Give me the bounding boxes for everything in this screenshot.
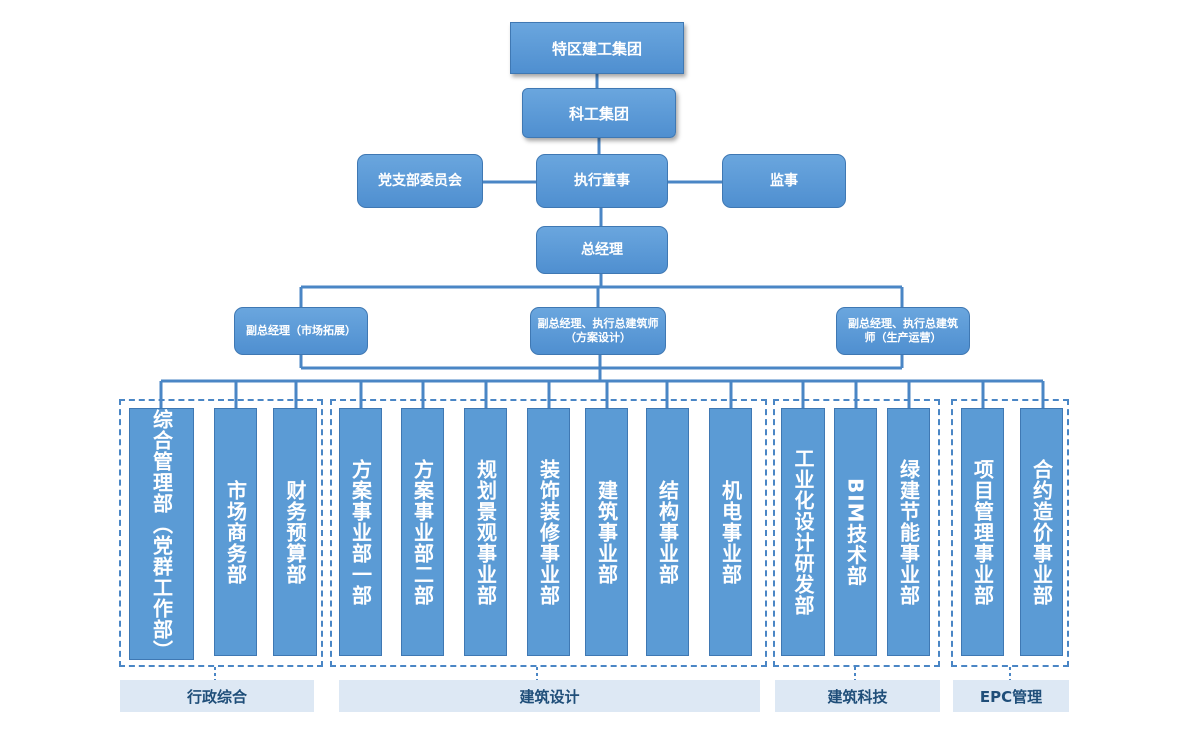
group-frame-tech bbox=[773, 399, 940, 667]
department-box: 项目管理事业部 bbox=[961, 408, 1004, 656]
group-label-tech: 建筑科技 bbox=[775, 680, 940, 712]
group-label-design: 建筑设计 bbox=[339, 680, 760, 712]
group-frame-admin bbox=[119, 399, 323, 667]
department-box: 财务预算部 bbox=[273, 408, 317, 656]
sub-group-box: 科工集团 bbox=[522, 88, 676, 138]
deputy-design-box: 副总经理、执行总建筑师（方案设计） bbox=[530, 307, 666, 355]
party-committee-box: 党支部委员会 bbox=[357, 154, 483, 208]
group-label-admin: 行政综合 bbox=[120, 680, 314, 712]
supervisor-box: 监事 bbox=[722, 154, 846, 208]
department-box: 绿建节能事业部 bbox=[887, 408, 930, 656]
department-box: 工业化设计研发部 bbox=[781, 408, 825, 656]
department-box: 合约造价事业部 bbox=[1020, 408, 1063, 656]
department-box: BIM技术部 bbox=[834, 408, 877, 656]
department-box: 方案事业部二部 bbox=[401, 408, 444, 656]
department-box: 建筑事业部 bbox=[585, 408, 628, 656]
general-manager-box: 总经理 bbox=[536, 226, 668, 274]
executive-director-box: 执行董事 bbox=[536, 154, 668, 208]
department-box: 机电事业部 bbox=[709, 408, 752, 656]
group-label-epc: EPC管理 bbox=[953, 680, 1069, 712]
department-box: 方案事业部一部 bbox=[339, 408, 382, 656]
deputy-market-box: 副总经理（市场拓展） bbox=[234, 307, 368, 355]
group-company-box: 特区建工集团 bbox=[510, 22, 684, 74]
deputy-operation-box: 副总经理、执行总建筑师（生产运营） bbox=[836, 307, 970, 355]
group-frame-epc bbox=[951, 399, 1069, 667]
department-box: 结构事业部 bbox=[646, 408, 689, 656]
group-frame-design bbox=[330, 399, 767, 667]
department-box: 综合管理部（党群工作部） bbox=[129, 408, 194, 661]
department-box: 规划景观事业部 bbox=[464, 408, 507, 656]
department-box: 市场商务部 bbox=[214, 408, 257, 656]
department-box: 装饰装修事业部 bbox=[527, 408, 570, 656]
